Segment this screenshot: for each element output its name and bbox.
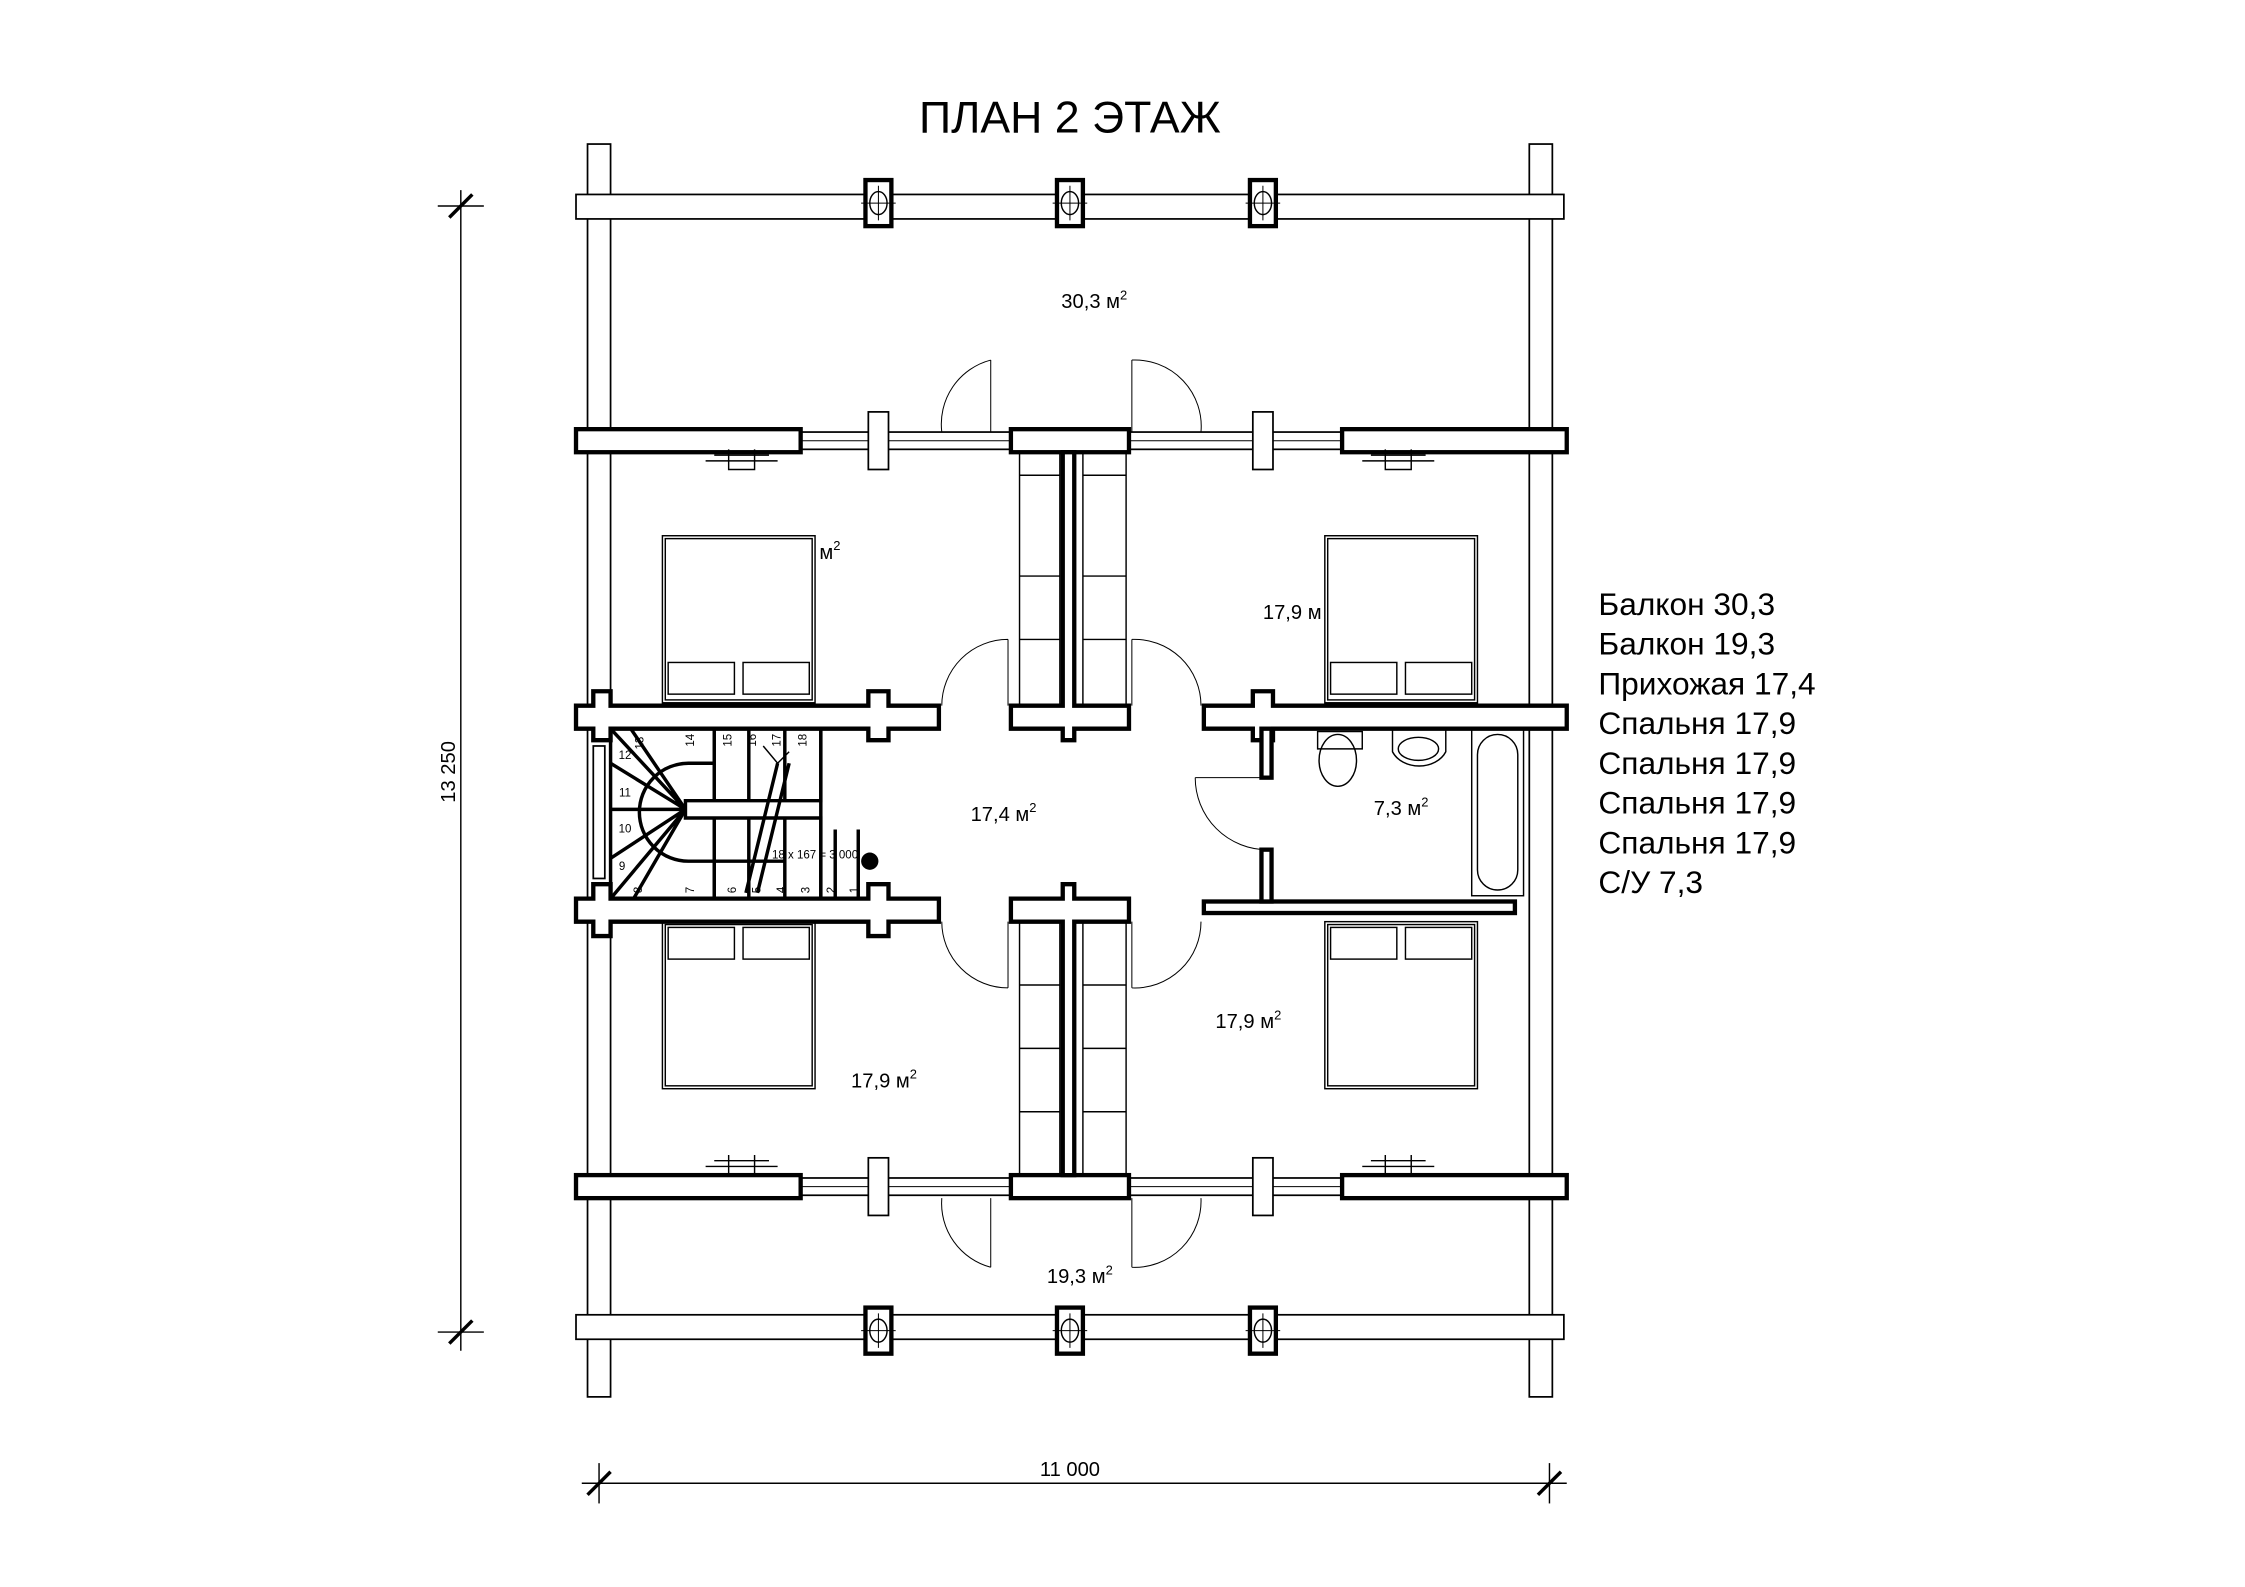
svg-text:17,9 м2: 17,9 м2 bbox=[851, 1067, 917, 1093]
stair-formula: 18 x 167 = 3 000 bbox=[772, 849, 858, 861]
stair-start-marker bbox=[861, 852, 879, 870]
legend-item: Прихожая 17,4 bbox=[1598, 665, 1815, 701]
bed bbox=[661, 535, 816, 704]
beds bbox=[661, 535, 1479, 1090]
stair-step-number: 8 bbox=[633, 887, 645, 893]
dimension-height: 13 250 bbox=[438, 741, 460, 803]
stair-step-number: 1 bbox=[849, 887, 861, 893]
svg-text:7,3 м2: 7,3 м2 bbox=[1374, 794, 1429, 820]
legend-item: Спальня 17,9 bbox=[1598, 745, 1796, 781]
dimension-lines: 13 250 11 000 bbox=[437, 190, 1567, 1504]
svg-text:м2: м2 bbox=[819, 538, 840, 564]
stair-step-number: 6 bbox=[727, 887, 739, 893]
area-balcony-bottom: 19,3 м bbox=[1047, 1266, 1106, 1288]
bed bbox=[1324, 920, 1479, 1090]
area-bathroom: 7,3 м bbox=[1374, 798, 1421, 820]
stair-step-number: 3 bbox=[800, 887, 812, 893]
svg-text:30,3 м2: 30,3 м2 bbox=[1061, 288, 1127, 314]
stair-step-number: 12 bbox=[619, 750, 632, 762]
stair-step-number: 7 bbox=[685, 887, 697, 893]
stair-step-number: 15 bbox=[723, 734, 735, 747]
svg-text:19,3 м2: 19,3 м2 bbox=[1047, 1262, 1113, 1288]
bed bbox=[1324, 535, 1479, 704]
stair-step-number: 4 bbox=[776, 886, 788, 893]
stair-step-number: 17 bbox=[771, 734, 783, 747]
svg-text:17,9 м2: 17,9 м2 bbox=[1215, 1008, 1281, 1034]
closets bbox=[1018, 451, 1127, 1176]
column bbox=[1052, 1305, 1088, 1356]
column bbox=[861, 1305, 896, 1356]
column bbox=[1245, 1305, 1281, 1356]
stair-step-number: 13 bbox=[635, 737, 647, 750]
stair-step-number: 9 bbox=[619, 861, 625, 873]
legend-item: С/У 7,3 bbox=[1598, 864, 1703, 900]
svg-text:17,4 м2: 17,4 м2 bbox=[971, 800, 1037, 826]
legend-item: Балкон 19,3 bbox=[1598, 626, 1775, 662]
area-hall: 17,4 м bbox=[971, 804, 1030, 826]
legend-item: Спальня 17,9 bbox=[1598, 705, 1796, 741]
legend-item: Спальня 17,9 bbox=[1598, 824, 1796, 860]
radiators bbox=[705, 449, 1435, 1176]
doors bbox=[940, 359, 1268, 1268]
area-bedroom-br: 17,9 м bbox=[1215, 1011, 1274, 1033]
area-bedroom-tr: 17,9 м bbox=[1263, 602, 1322, 624]
column bbox=[1245, 177, 1281, 229]
bed bbox=[661, 920, 816, 1090]
area-bedroom-bl: 17,9 м bbox=[851, 1070, 910, 1092]
bathroom-fixtures bbox=[1316, 727, 1525, 897]
stair-step-number: 10 bbox=[619, 823, 632, 835]
stair-step-number: 16 bbox=[747, 734, 759, 747]
area-balcony-top: 30,3 м bbox=[1061, 291, 1120, 313]
stair-step-number: 2 bbox=[826, 887, 838, 893]
legend-item: Балкон 30,3 bbox=[1598, 586, 1775, 622]
outer-walls bbox=[575, 143, 1565, 1398]
stair-step-number: 18 bbox=[797, 734, 809, 747]
legend-item: Спальня 17,9 bbox=[1598, 785, 1796, 821]
plan-title: ПЛАН 2 ЭТАЖ bbox=[919, 94, 1221, 143]
dimension-width: 11 000 bbox=[1040, 1459, 1100, 1481]
room-labels: 30,3 м2 м2 17,9 м 17,4 м2 7,3 м2 17,9 м2… bbox=[819, 288, 1428, 1289]
columns bbox=[861, 177, 1281, 1356]
stair-step-number: 11 bbox=[619, 787, 631, 799]
column bbox=[861, 177, 896, 229]
column bbox=[1052, 177, 1088, 229]
stair-step-number: 14 bbox=[685, 733, 697, 746]
balcony-walls bbox=[573, 411, 1569, 1217]
area-bedroom-tl: м bbox=[819, 542, 833, 564]
stair-step-number: 5 bbox=[751, 887, 763, 893]
